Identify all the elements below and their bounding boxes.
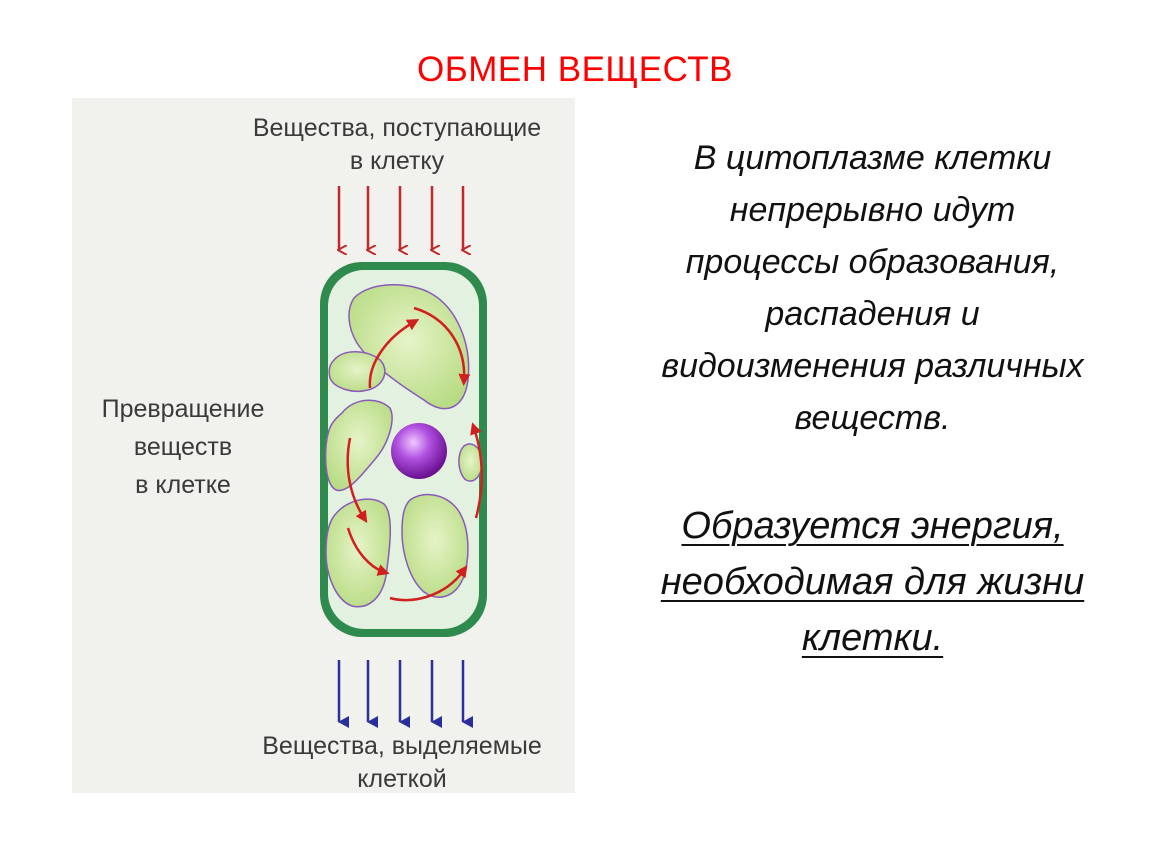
paragraph-line-4: распадения и bbox=[765, 295, 980, 333]
label-mid-line-1: Превращение bbox=[101, 395, 265, 423]
cell-diagram bbox=[320, 186, 487, 728]
energy-line-1: Образуется энергия, bbox=[681, 505, 1064, 547]
energy-line-3-wrap: клетки. bbox=[600, 610, 1145, 666]
label-substances-out: Вещества, выделяемые клеткой bbox=[232, 730, 572, 796]
slide-title: ОБМЕН ВЕЩЕСТВ bbox=[417, 50, 733, 89]
label-out-line-2: клеткой bbox=[357, 765, 447, 793]
label-substances-in: Вещества, поступающие в клетку bbox=[222, 112, 572, 178]
energy-line-1-wrap: Образуется энергия, bbox=[600, 498, 1145, 554]
paragraph-line-3: процессы образования, bbox=[685, 243, 1060, 281]
label-in-line-1: Вещества, поступающие bbox=[252, 114, 542, 142]
arrows-out bbox=[337, 660, 473, 728]
nucleus bbox=[391, 423, 447, 479]
vacuoles bbox=[324, 284, 483, 608]
label-mid-line-3: в клетке bbox=[135, 471, 231, 499]
energy-statement: Образуется энергия, необходимая для жизн… bbox=[600, 498, 1145, 666]
arrows-in bbox=[339, 186, 463, 250]
vacuole-right-small bbox=[458, 443, 483, 482]
cytoplasm-paragraph: В цитоплазме клетки непрерывно идут проц… bbox=[600, 132, 1145, 444]
paragraph-line-5: видоизменения различных bbox=[661, 347, 1084, 385]
vacuole-bottom-left bbox=[325, 498, 392, 608]
paragraph-line-2: непрерывно идут bbox=[729, 191, 1016, 229]
energy-line-2: необходимая для жизни bbox=[660, 561, 1085, 603]
label-mid-line-2: веществ bbox=[133, 433, 233, 461]
vacuole-left-mid bbox=[324, 399, 393, 492]
paragraph-line-6: веществ. bbox=[794, 399, 951, 437]
cytoplasm-flow-arrows bbox=[346, 306, 483, 602]
label-in-line-2: в клетку bbox=[349, 147, 445, 175]
label-substance-transform: Превращение веществ в клетке bbox=[72, 390, 294, 504]
label-out-line-1: Вещества, выделяемые bbox=[262, 732, 542, 760]
vacuole-bottom-right bbox=[401, 493, 469, 598]
energy-line-2-wrap: необходимая для жизни bbox=[600, 554, 1145, 610]
vacuole-top-large bbox=[348, 284, 470, 410]
energy-line-3: клетки. bbox=[801, 617, 944, 659]
paragraph-line-1: В цитоплазме клетки bbox=[693, 139, 1052, 177]
cell-metabolism-figure: Вещества, поступающие в клетку Превращен… bbox=[72, 98, 575, 793]
